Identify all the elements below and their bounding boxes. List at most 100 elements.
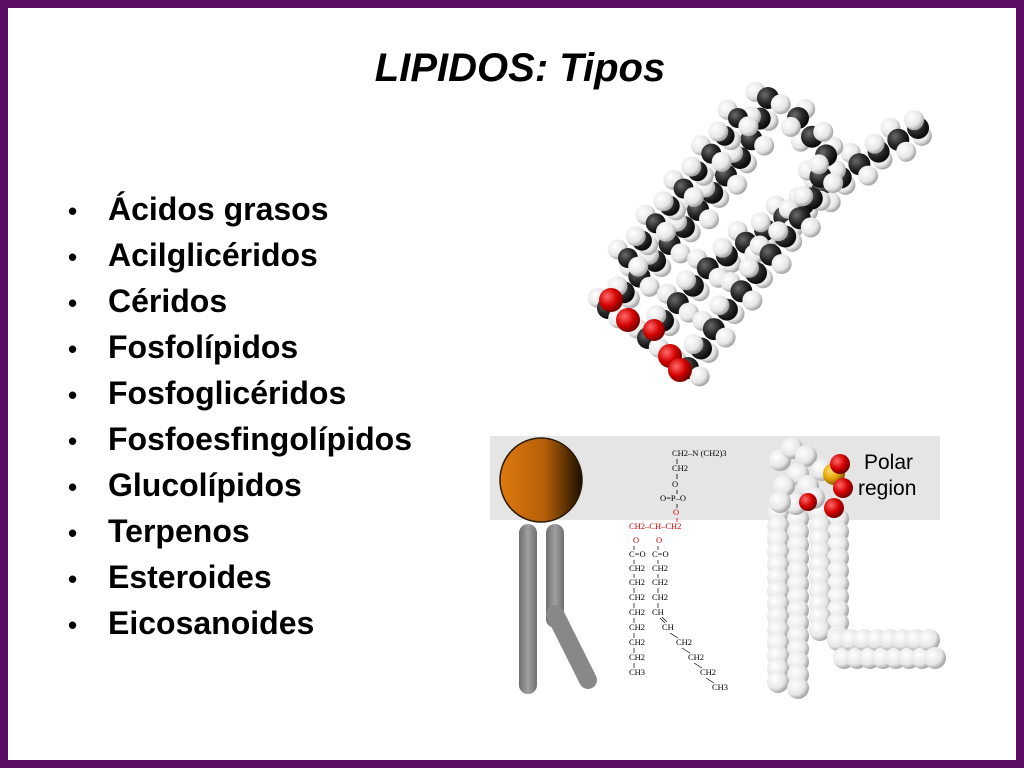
illustrations: CH2–N (CH2)3 CH2 O O=P–O O CH2–CH–CH2 O … [490,81,946,699]
hydrogen-atom [769,491,791,513]
lipid-types-list: •Ácidos grasos •Acilglicéridos •Céridos … [68,186,412,646]
phospholipid-structural-formula: CH2–N (CH2)3 CH2 O O=P–O O CH2–CH–CH2 O … [629,448,728,692]
oxygen-atom [830,454,850,474]
hydrogen-atom [628,256,649,277]
formula-ch2: CH2 [700,667,716,677]
formula-ch3: CH3 [712,682,728,692]
formula-ester: C=O [629,549,646,559]
hydrogen-atom [793,186,814,207]
hydrogen-atom [813,121,834,142]
list-item-label: Céridos [108,283,228,319]
hydrogen-atom [787,677,809,699]
oxygen-atom [643,319,665,341]
bullet-icon: • [68,242,78,272]
formula-o: O [633,535,639,545]
hydrogen-atom [708,121,729,142]
formula-o: O [656,535,662,545]
hydrogen-atom [771,254,792,274]
list-item: • Acilglicéridos [68,232,412,278]
bullet-icon: • [68,610,78,640]
list-item-label: Ácidos grasos [108,191,329,227]
hydrogen-atom [864,133,885,154]
list-item: • Céridos [68,278,412,324]
hydrogen-atom [712,237,733,258]
hydrogen-atom [639,276,660,297]
formula-ch2: CH2 [652,563,668,573]
hydrogen-atom [770,94,791,115]
hydrogen-atom [767,671,789,693]
list-item: •Eicosanoides [68,600,412,646]
bullet-icon: • [68,426,78,456]
hydrogen-atom [750,212,771,233]
hydrogen-atom [738,116,759,137]
formula-ch2: CH2 [629,622,645,632]
oxygen-atom [799,493,817,511]
formula-glycerol: CH2–CH–CH2 [629,521,681,531]
hydrogen-atom [918,629,940,651]
formula-ch2: CH2 [629,563,645,573]
hydrogen-atom [670,243,691,264]
hydrogen-atom [904,110,925,131]
list-item-label: Fosfolípidos [108,329,299,365]
formula-ch2: CH2 [629,652,645,662]
list-item-label: Fosfoglicéridos [108,375,347,411]
formula-choline: CH2–N (CH2)3 [672,448,727,458]
formula-ch2: CH2 [676,637,692,647]
hydrogen-atom [711,151,732,172]
bullet-icon: • [68,518,78,548]
oxygen-atom [616,308,640,332]
bullet-icon: • [68,196,78,226]
formula-ch2: CH2 [629,577,645,587]
hydrogen-atom [625,226,646,247]
formula-ch: CH [662,622,674,632]
hydrogen-atom [653,191,674,212]
formula-ch2: CH2 [652,577,668,587]
bullet-icon: • [68,472,78,502]
formula-ch2: CH2 [629,607,645,617]
oxygen-atom [833,478,853,498]
formula-o: O [673,507,679,517]
list-item-label: Acilglicéridos [108,237,318,273]
formula-ch3: CH3 [629,667,645,677]
hydrogen-atom [823,173,844,193]
formula-ester: C=O [652,549,669,559]
list-item: • Fosfoglicéridos [68,370,412,416]
hydrogen-atom [896,141,917,162]
hydrogen-atom [676,270,697,291]
hydrogen-atom [689,366,710,387]
hydrogen-atom [715,327,736,348]
formula-ch2: CH2 [629,592,645,602]
polar-label-line2: region [858,477,916,500]
hydrogen-atom [780,116,801,137]
hydrogen-atom [727,174,748,195]
bullet-icon: • [68,288,78,318]
oxygen-atom [824,498,844,518]
hydrogen-atom [858,165,879,186]
bullet-icon: • [68,564,78,594]
list-item: • Terpenos [68,508,412,554]
list-item-label: Glucolípidos [108,467,302,503]
list-item: •Esteroides [68,554,412,600]
hydrogen-atom [808,154,829,175]
triglyceride-molecule-model [587,81,932,387]
formula-ch2: CH2 [629,637,645,647]
hydrogen-atom [742,290,763,311]
bullet-icon: • [68,380,78,410]
hydrogen-atom [709,295,730,316]
polar-region-label: Polar region [858,451,916,500]
phospholipid-head-tail-icon [499,437,597,694]
slide-title: LIPIDOS: Tipos [374,46,666,90]
hydrogen-atom [754,135,775,156]
list-item: •Fosfoesfingolípidos [68,416,412,462]
hydrogen-atom [739,257,759,278]
hydrogen-atom [800,217,821,238]
hydrogen-atom [681,156,702,177]
hydrogen-atom [656,221,676,242]
list-item-label: Terpenos [108,513,250,549]
formula-ch: CH [652,607,664,617]
hydrogen-atom [683,334,704,355]
hydrogen-atom [795,445,817,467]
bullet-icon: • [68,334,78,364]
hydrogen-atom [768,221,789,242]
